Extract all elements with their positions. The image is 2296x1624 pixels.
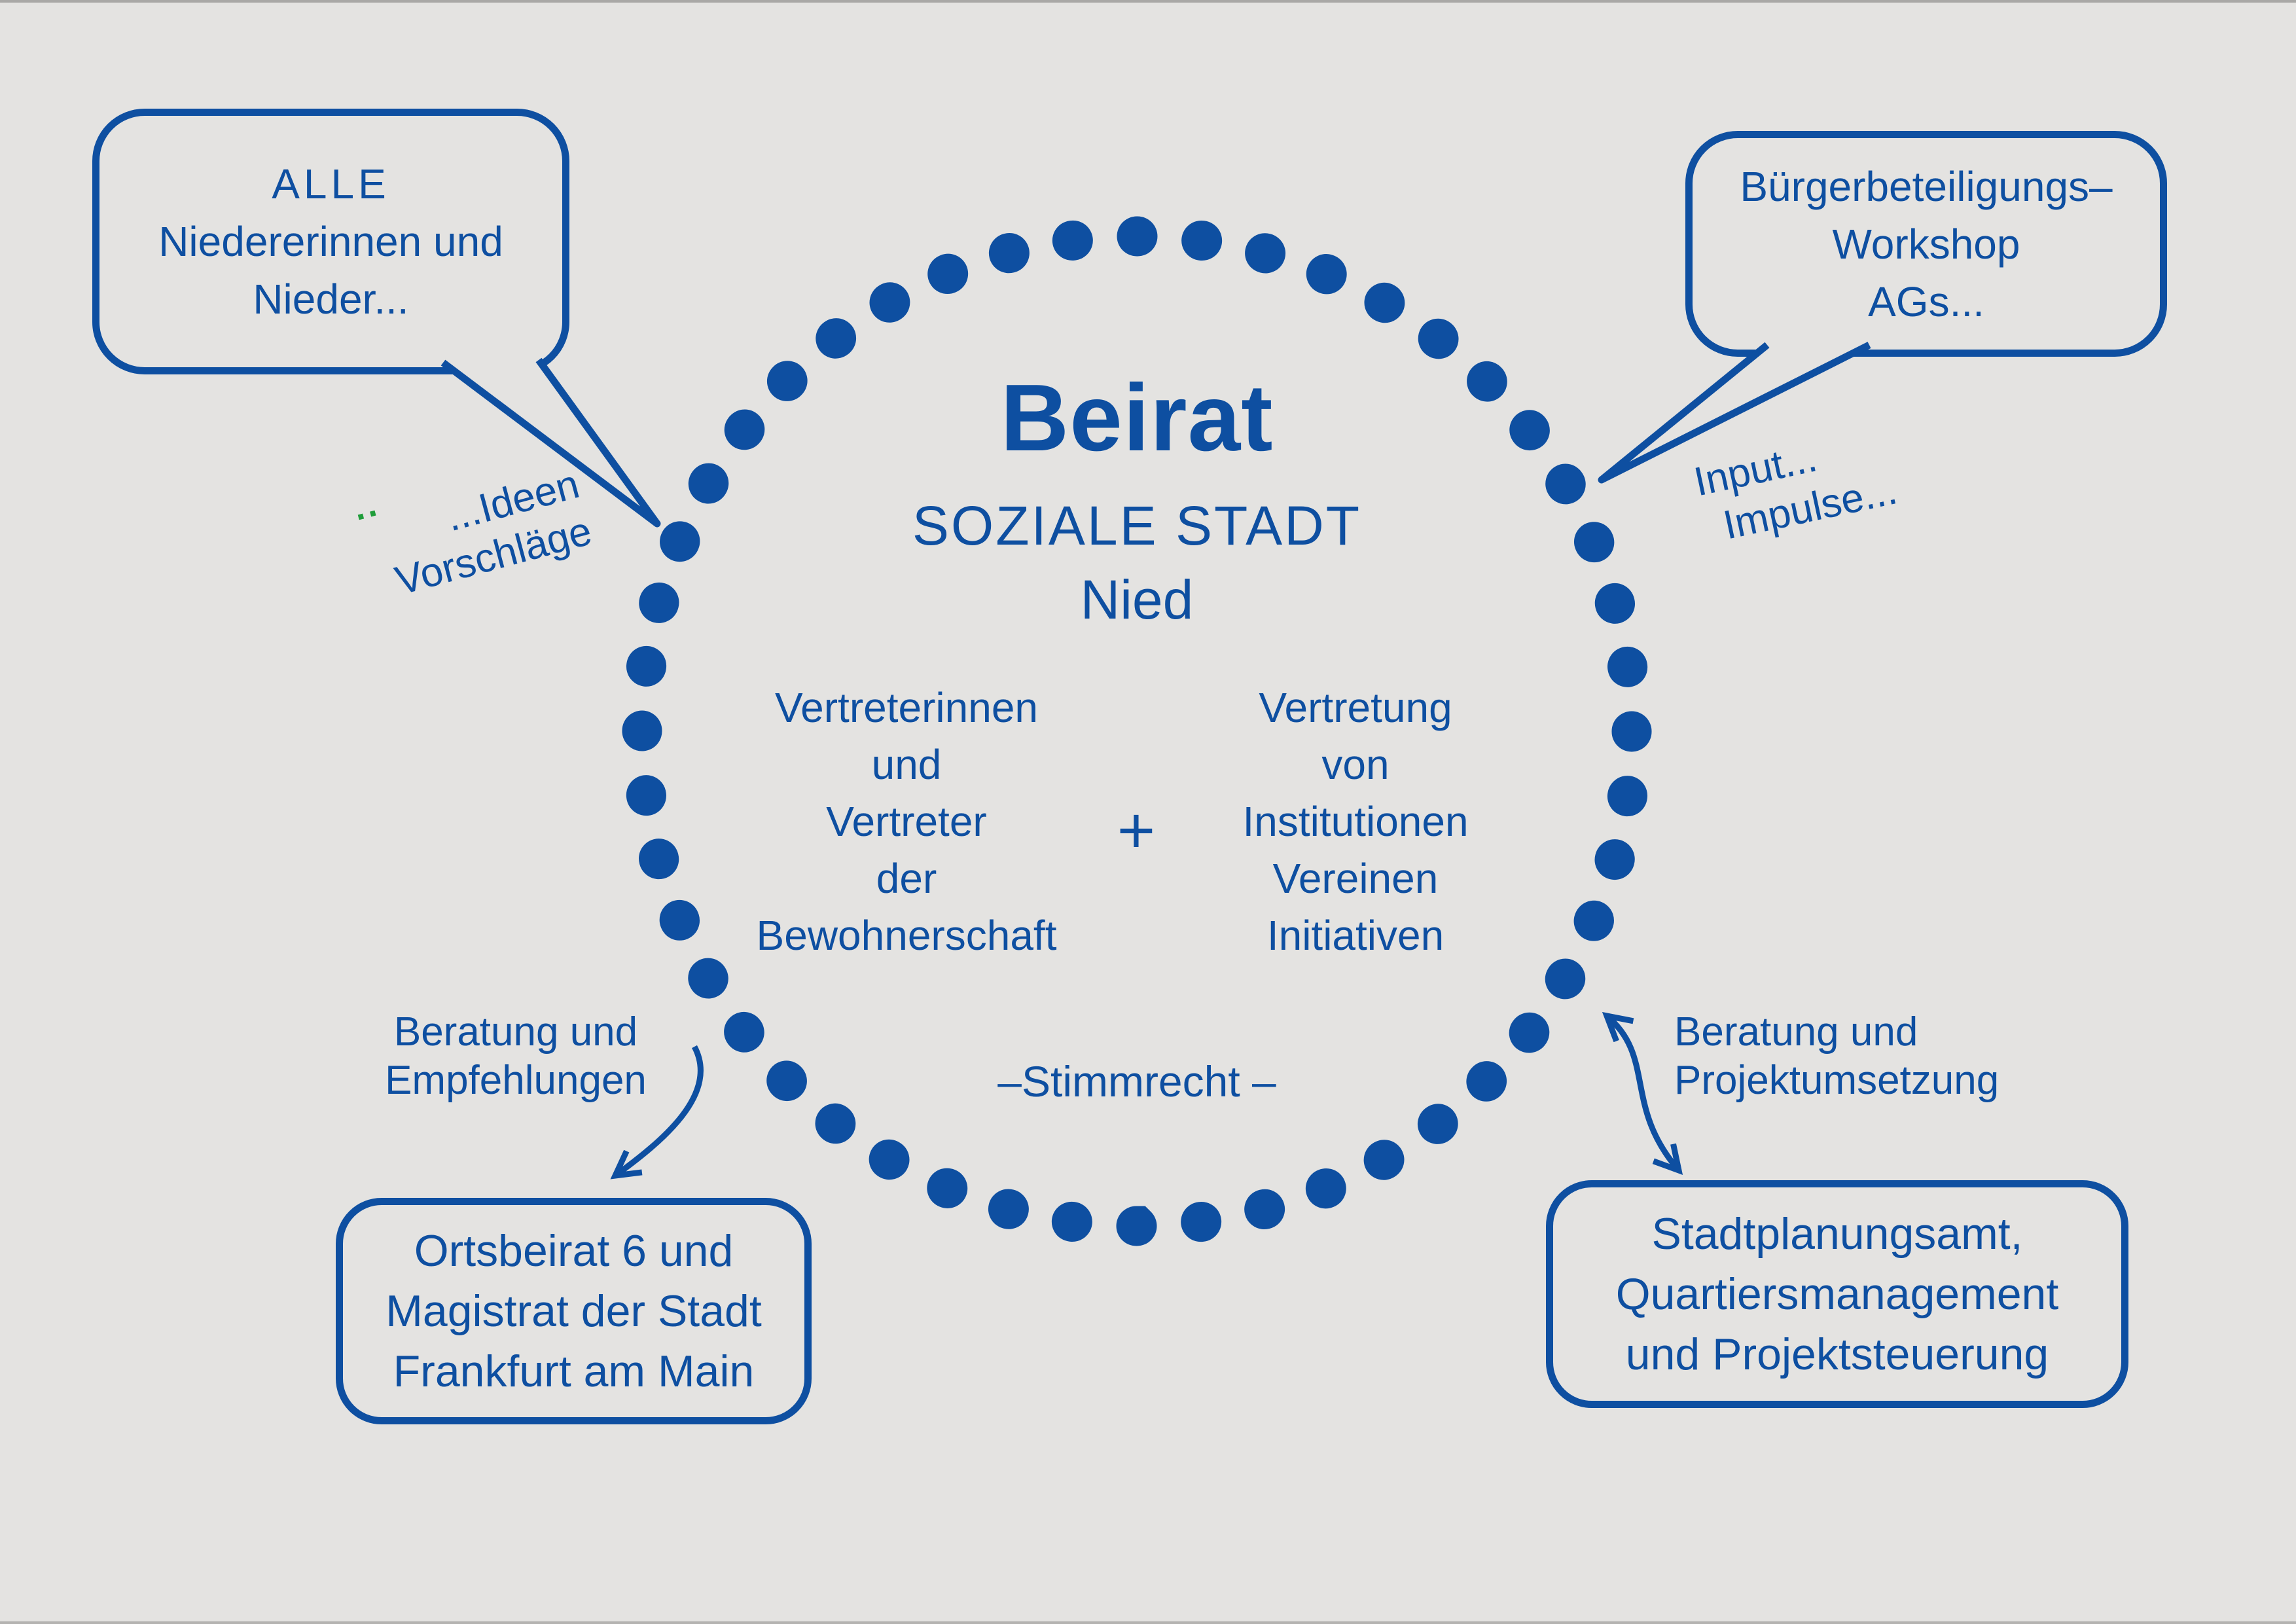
- speech-bubble-workshops: Bürgerbeteiligungs– Workshop AGs...: [1685, 131, 2167, 357]
- box-line: Ortsbeirat 6 und: [414, 1226, 734, 1276]
- box-line: Frankfurt am Main: [393, 1346, 755, 1396]
- beratung-projektumsetzung-label: Beratung und Projektumsetzung: [1674, 1008, 2198, 1105]
- right-column-line: Vereinen: [1272, 855, 1439, 902]
- left-column-line: Vertreter: [826, 798, 987, 845]
- speech-bubble-all-residents: ALLE Niedererinnen und Nieder...: [92, 109, 569, 374]
- bubble-line: ALLE: [272, 160, 390, 208]
- right-column-line: Vertretung: [1259, 684, 1452, 731]
- beratung-empfehlungen-label: Beratung und Empfehlungen: [287, 1008, 745, 1105]
- beratung-right-line: Projektumsetzung: [1674, 1058, 2000, 1103]
- box-ortsbeirat-magistrat: Ortsbeirat 6 und Magistrat der Stadt Fra…: [336, 1198, 812, 1424]
- double-arrow-right-icon: [1602, 1012, 1683, 1176]
- left-column-line: Bewohnerschaft: [756, 912, 1057, 959]
- box-line: und Projektsteuerung: [1625, 1329, 2049, 1379]
- top-edge-line: [0, 0, 2296, 3]
- circle-subtitle: SOZIALE STADT: [912, 495, 1362, 556]
- right-column-line: von: [1321, 741, 1390, 788]
- beratung-right-line: Beratung und: [1674, 1009, 1918, 1055]
- beratung-left-line: Beratung und: [393, 1009, 638, 1055]
- circle-subtitle-nied: Nied: [1080, 569, 1194, 630]
- box-line: Quartiersmanagement: [1615, 1269, 2059, 1319]
- right-column-line: Initiativen: [1266, 912, 1444, 959]
- box-line: Magistrat der Stadt: [386, 1286, 762, 1336]
- bubble-line: Workshop: [1832, 220, 2020, 268]
- bubble-line: Nieder...: [253, 276, 409, 323]
- bubble-line: Niedererinnen und: [158, 218, 503, 265]
- circle-title: Beirat: [1000, 365, 1274, 471]
- bubble-line: AGs...: [1868, 278, 1984, 325]
- input-impulse-label: Input... Impulse...: [1690, 389, 2043, 554]
- right-column-line: Institutionen: [1242, 798, 1469, 845]
- stimmrecht-note: –Stimmrecht –: [997, 1057, 1276, 1106]
- left-column-line: und: [871, 741, 942, 788]
- box-stadtplanungsamt: Stadtplanungsamt, Quartiersmanagement un…: [1546, 1180, 2128, 1408]
- left-column-line: der: [876, 855, 937, 902]
- left-column-line: Vertreterinnen: [774, 684, 1039, 731]
- box-line: Stadtplanungsamt,: [1651, 1209, 2023, 1259]
- beratung-left-line: Empfehlungen: [385, 1058, 647, 1103]
- bottom-edge-line: [0, 1621, 2296, 1624]
- bubble-line: Bürgerbeteiligungs–: [1740, 162, 2113, 210]
- right-column: Vertretung von Institutionen Vereinen In…: [1094, 679, 1617, 964]
- ideen-vorschlaege-label: ...Ideen Vorschläge: [306, 460, 597, 625]
- left-column: Vertreterinnen und Vertreter der Bewohne…: [645, 679, 1168, 964]
